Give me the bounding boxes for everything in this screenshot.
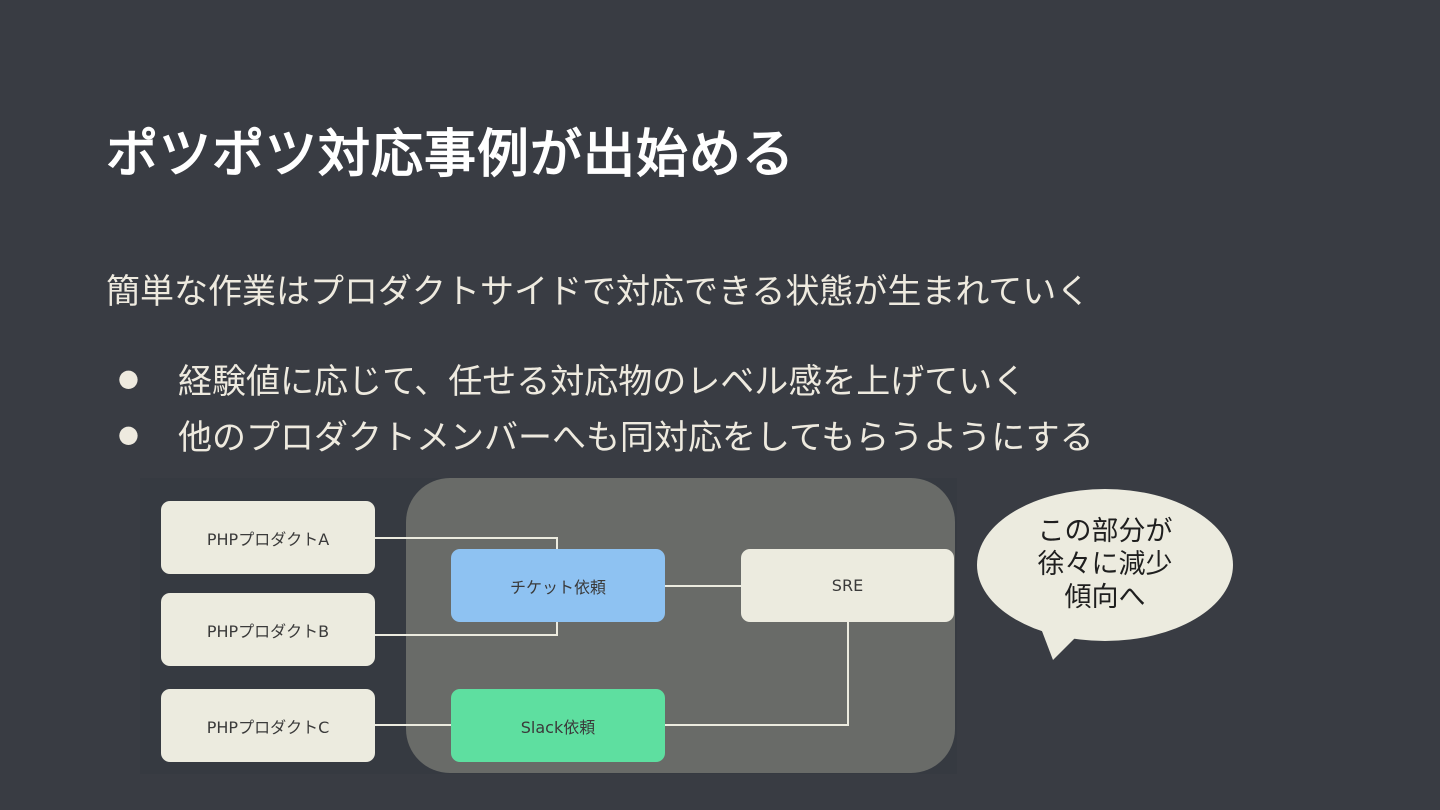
- callout-line: 徐々に減少: [1037, 549, 1173, 580]
- product-a-label: PHPプロダクトA: [206, 529, 330, 549]
- slack-request-node: Slack依頼: [451, 689, 665, 762]
- bullet-item: ● 他のプロダクトメンバーへも同対応をしてもらうようにする: [118, 406, 1094, 462]
- slide-subtitle: 簡単な作業はプロダクトサイドで対応できる状態が生まれていく: [106, 272, 1091, 312]
- sre-label: SRE: [831, 576, 864, 595]
- ticket-request-node: チケット依頼: [451, 549, 665, 622]
- bullet-dot-icon: ●: [118, 420, 139, 448]
- product-c-node: PHPプロダクトC: [161, 689, 375, 762]
- callout-text: この部分が 徐々に減少 傾向へ: [975, 488, 1235, 614]
- ticket-request-label: チケット依頼: [509, 577, 606, 597]
- bullet-text: 経験値に応じて、任せる対応物のレベル感を上げていく: [178, 361, 1027, 402]
- callout-line: この部分が: [1037, 516, 1173, 547]
- callout-line: 傾向へ: [1064, 582, 1146, 613]
- connector-b-ticket: [375, 622, 558, 636]
- speech-bubble-callout: この部分が 徐々に減少 傾向へ: [975, 488, 1237, 672]
- product-c-label: PHPプロダクトC: [206, 717, 330, 737]
- slide-title: ポツポツ対応事例が出始める: [106, 125, 796, 185]
- product-a-node: PHPプロダクトA: [161, 501, 375, 574]
- bullet-text: 他のプロダクトメンバーへも同対応をしてもらうようにする: [178, 417, 1094, 458]
- bullet-list: ● 経験値に応じて、任せる対応物のレベル感を上げていく ● 他のプロダクトメンバ…: [118, 350, 1094, 462]
- bullet-dot-icon: ●: [118, 364, 139, 392]
- bullet-item: ● 経験値に応じて、任せる対応物のレベル感を上げていく: [118, 350, 1094, 406]
- product-b-node: PHPプロダクトB: [161, 593, 375, 666]
- product-b-label: PHPプロダクトB: [206, 621, 330, 641]
- connector-slack-sre: [665, 622, 849, 726]
- connector-a-ticket: [375, 537, 558, 549]
- connector-lines: [375, 537, 849, 726]
- request-flow-diagram: PHPプロダクトA PHPプロダクトB PHPプロダクトC チケット依頼 Sla…: [140, 478, 957, 774]
- sre-node: SRE: [741, 549, 954, 622]
- speech-bubble-shape: [977, 489, 1233, 660]
- slack-request-label: Slack依頼: [520, 717, 596, 737]
